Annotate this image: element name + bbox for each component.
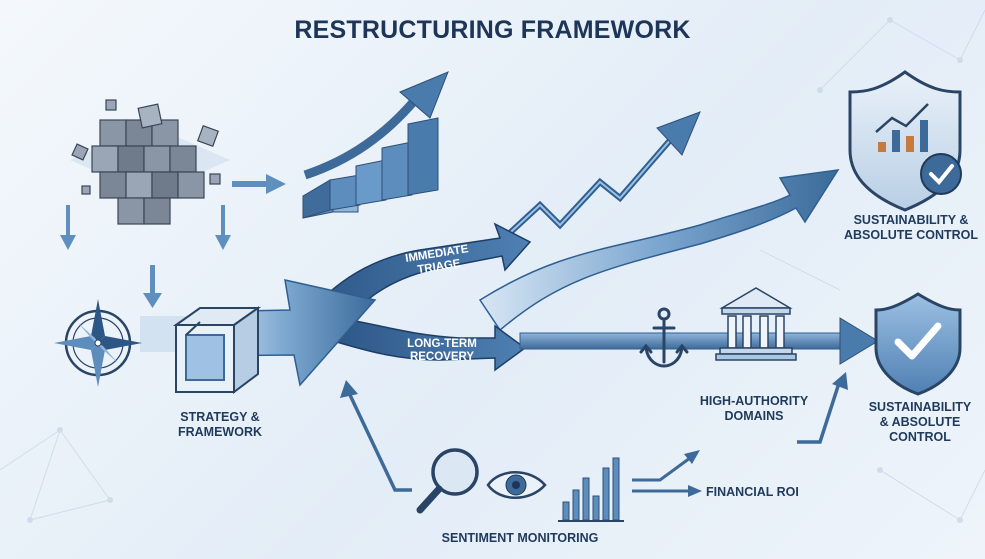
eye-icon [486,471,547,499]
cube-frame-icon [172,306,262,394]
sustainability-bottom-label: SUSTAINABILITY & ABSOLUTE CONTROL [868,400,972,444]
connector-arrow-right [797,372,848,444]
shield-check-icon [874,292,962,396]
broken-cubes-icon [70,99,230,225]
compass-icon [54,299,142,387]
main-horizontal-arrow [519,317,879,365]
sustainability-top-label: SUSTAINABILITY & ABSOLUTE CONTROL [843,213,979,242]
high-authority-label: HIGH-AUTHORITY DOMAINS [699,394,809,423]
bar-chart-icon [558,457,624,522]
upper-sweep-arrow [478,169,840,332]
roi-arrows [632,450,702,497]
bank-building-icon [715,287,797,361]
long-term-recovery-label: LONG-TERM RECOVERY [407,338,477,363]
bar-staircase-icon [302,71,449,219]
cubes-arrows [60,174,286,308]
shield-chart-icon [848,70,962,212]
anchor-icon [639,307,689,368]
page-title: RESTRUCTURING FRAMEWORK [294,16,691,44]
financial-roi-label: FINANCIAL ROI [706,485,799,499]
sentiment-monitoring-label: SENTIMENT MONITORING [441,531,599,545]
strategy-framework-label: STRATEGY & FRAMEWORK [177,410,262,439]
magnifier-icon [416,448,479,514]
connector-arrow-left [340,380,412,492]
background-network [0,9,985,523]
zigzag-growth-arrow [497,111,701,245]
